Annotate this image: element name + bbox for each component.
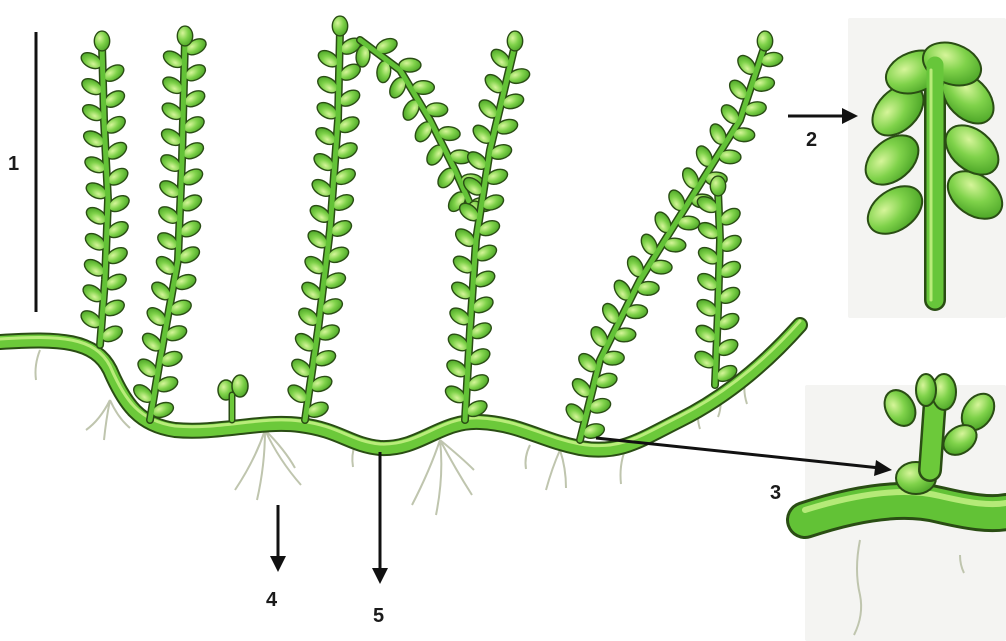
- frond: [285, 16, 364, 420]
- label-branch-base-detail: 3: [770, 483, 781, 503]
- inset-leaflet: [859, 176, 931, 243]
- label-rhizoid: 4: [266, 590, 277, 610]
- frond-tip: [332, 16, 347, 36]
- frond-tip: [94, 31, 109, 51]
- frond-tip: [710, 176, 725, 196]
- arrow-to-stolon: [372, 452, 388, 584]
- fronds: [78, 16, 784, 441]
- small-bud: [218, 375, 248, 420]
- frond: [442, 31, 531, 420]
- inset-frond-base-drawing: [805, 374, 1006, 520]
- label-branch-tip-detail: 2: [806, 130, 817, 150]
- arrow-to-tip-inset: [788, 108, 858, 124]
- frond-tip: [507, 31, 522, 51]
- arrow-to-base-inset: [596, 438, 892, 476]
- frond: [692, 176, 744, 385]
- inset-frond-tip-drawing: [856, 35, 1006, 300]
- frond: [130, 26, 208, 420]
- frond-tip: [757, 31, 772, 51]
- label-scale-bar: 1: [8, 154, 19, 174]
- frond-tip: [177, 26, 192, 46]
- label-stolon: 5: [373, 606, 384, 626]
- frond: [78, 31, 132, 345]
- arrow-to-rhizoid: [270, 505, 286, 572]
- rhizoids: [36, 350, 965, 635]
